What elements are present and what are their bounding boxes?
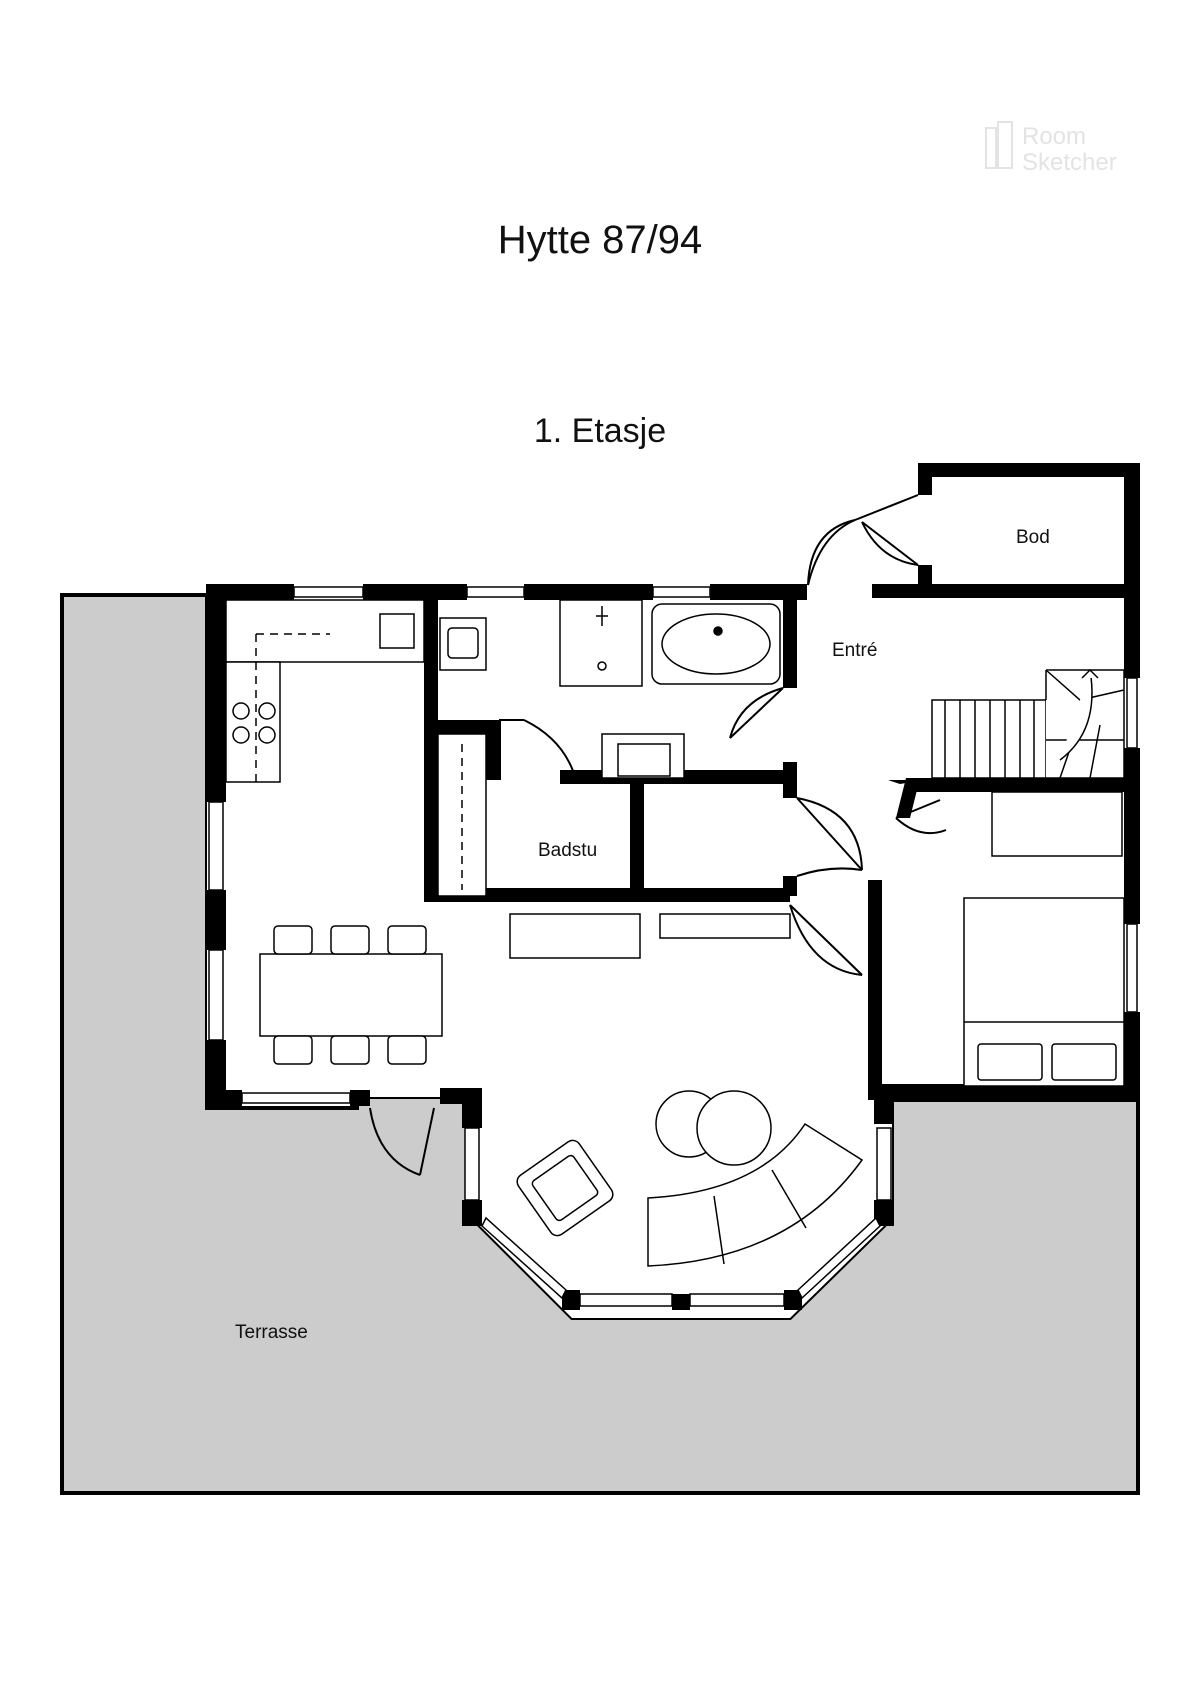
chair-6 [387, 1035, 427, 1065]
pillow-right [1051, 1043, 1117, 1081]
hob-ring-1-icon [232, 702, 250, 720]
dining-table [259, 953, 443, 1037]
coffee-table-2 [696, 1090, 772, 1166]
shower [559, 599, 643, 687]
room-label-badstu: Badstu [538, 840, 597, 861]
walls [206, 463, 1140, 1310]
shower-drain-icon [597, 661, 607, 671]
windows [208, 586, 1138, 1307]
room-label-entre: Entré [832, 640, 877, 661]
hall-bench [509, 913, 641, 959]
chair-1 [273, 925, 313, 955]
curved-sofa [647, 1122, 864, 1267]
armchair [516, 1139, 614, 1237]
chair-5 [330, 1035, 370, 1065]
staircase [931, 668, 1125, 779]
fixtures [225, 599, 1125, 1267]
roomsketcher-watermark: Room Sketcher [985, 121, 1117, 176]
pillow-left [977, 1043, 1043, 1081]
chair-2 [330, 925, 370, 955]
chair-3 [387, 925, 427, 955]
plan-title: Hytte 87/94 [497, 218, 703, 262]
hob-ring-4-icon [258, 726, 276, 744]
floor-title: 1. Etasje [533, 412, 667, 450]
hob-ring-3-icon [232, 726, 250, 744]
doors [369, 494, 947, 1176]
watermark-line2: Sketcher [1022, 149, 1117, 176]
kitchen-counter-side [225, 661, 281, 783]
chair-4 [273, 1035, 313, 1065]
wardrobe [991, 791, 1123, 857]
room-label-terrasse: Terrasse [235, 1322, 308, 1343]
room-label-bod: Bod [1016, 527, 1050, 548]
kitchen-sink [379, 613, 415, 649]
hall-shelf [659, 913, 791, 939]
hob-ring-2-icon [258, 702, 276, 720]
watermark-line1: Room [1022, 123, 1086, 150]
